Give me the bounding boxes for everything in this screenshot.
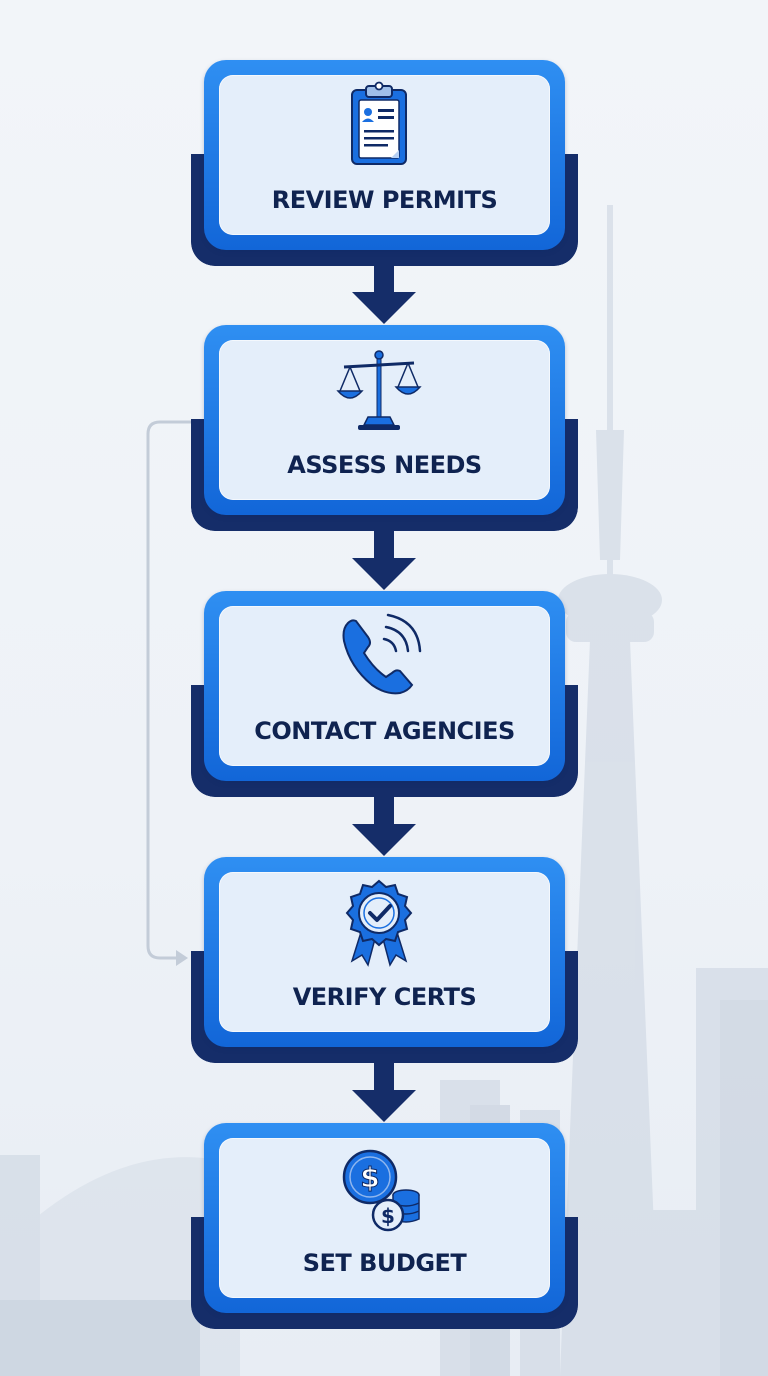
step-contact-agencies: CONTACT AGENCIES xyxy=(191,591,578,797)
step-set-budget: $ $ SET BUDGET xyxy=(191,1123,578,1329)
step-frame: ASSESS NEEDS xyxy=(204,325,565,515)
phone-icon xyxy=(342,613,422,695)
step-frame: VERIFY CERTS xyxy=(204,857,565,1047)
step-frame: CONTACT AGENCIES xyxy=(204,591,565,781)
step-label: VERIFY CERTS xyxy=(292,983,477,1011)
step-frame: REVIEW PERMITS xyxy=(204,60,565,250)
coins-icon: $ $ xyxy=(342,1149,420,1232)
down-arrow-icon xyxy=(352,1062,416,1122)
down-arrow-icon xyxy=(352,264,416,324)
clipboard-icon xyxy=(351,81,407,165)
step-label: CONTACT AGENCIES xyxy=(254,717,515,745)
step-label: REVIEW PERMITS xyxy=(271,186,498,214)
step-label: ASSESS NEEDS xyxy=(287,451,482,479)
svg-text:$: $ xyxy=(381,1204,395,1228)
step-verify-certs: VERIFY CERTS xyxy=(191,857,578,1063)
step-frame: $ $ SET BUDGET xyxy=(204,1123,565,1313)
svg-text:$: $ xyxy=(360,1161,379,1194)
step-review-permits: REVIEW PERMITS xyxy=(191,60,578,266)
down-arrow-icon xyxy=(352,530,416,590)
certificate-badge-icon xyxy=(345,879,413,967)
step-label: SET BUDGET xyxy=(302,1249,467,1277)
down-arrow-icon xyxy=(352,796,416,856)
step-assess-needs: ASSESS NEEDS xyxy=(191,325,578,531)
balance-scale-icon xyxy=(336,350,422,430)
